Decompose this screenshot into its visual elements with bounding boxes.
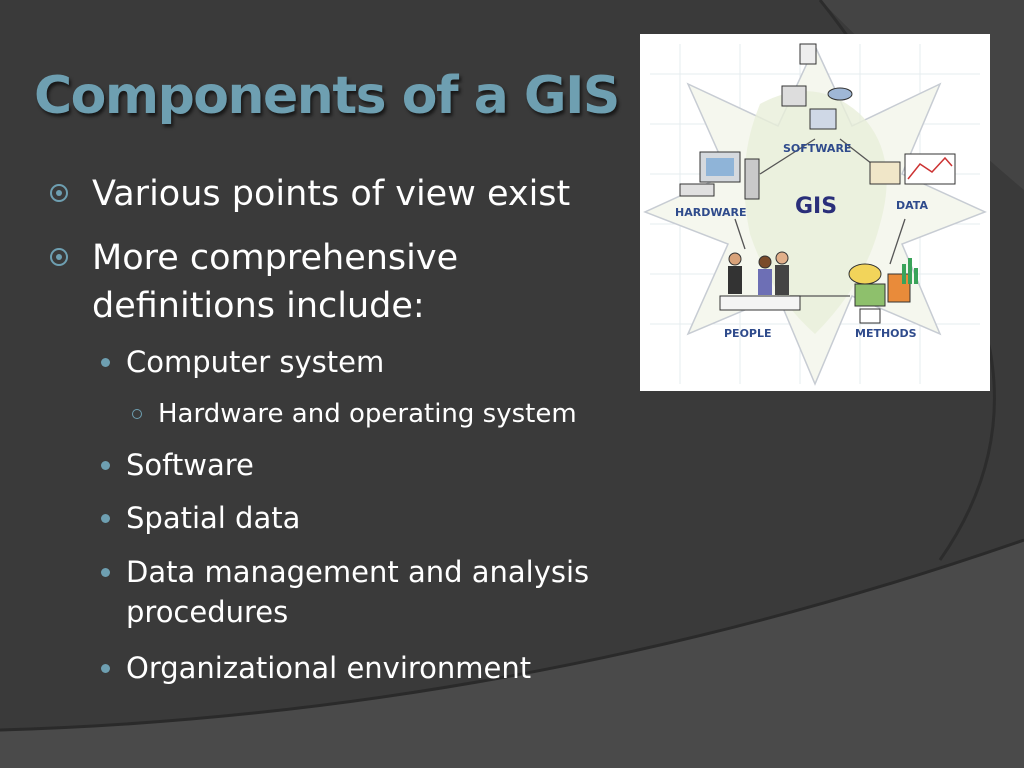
methods-label: METHODS	[855, 327, 917, 340]
sub-bullet-text: Computer system	[126, 345, 385, 379]
hollow-circle-bullet-icon	[132, 409, 142, 419]
sub-bullet-organizational-environment: Organizational environment	[101, 648, 626, 688]
slide-title: Components of a GIS	[34, 66, 620, 126]
software-label: SOFTWARE	[783, 142, 852, 155]
gis-diagram-art	[643, 43, 987, 386]
sub-bullet-text: Data management and analysis procedures	[126, 555, 590, 629]
sub-bullet-text: Spatial data	[126, 501, 301, 535]
dot-bullet-icon	[101, 358, 110, 367]
circle-bullet-icon	[50, 184, 68, 202]
bullet-various-points: Various points of view exist	[50, 170, 632, 218]
gis-center-label: GIS	[795, 194, 838, 219]
sub-bullet-software: Software	[101, 445, 626, 485]
people-label: PEOPLE	[724, 327, 772, 340]
dot-bullet-icon	[101, 664, 110, 673]
bullet-comprehensive-definitions: More comprehensive definitions include:	[50, 234, 632, 330]
data-label: DATA	[896, 199, 928, 212]
sub-bullet-text: Software	[126, 448, 254, 482]
sub-sub-bullet-hardware: Hardware and operating system	[132, 396, 628, 432]
bullet-text: More comprehensive definitions include:	[92, 238, 459, 326]
sub-sub-bullet-text: Hardware and operating system	[158, 399, 577, 429]
sub-bullet-text: Organizational environment	[126, 651, 532, 685]
dot-bullet-icon	[101, 461, 110, 470]
gis-components-diagram: SOFTWARE DATA HARDWARE GIS PEOPLE METHOD…	[640, 34, 990, 391]
circle-bullet-icon	[50, 248, 68, 266]
sub-bullet-spatial-data: Spatial data	[101, 498, 626, 538]
dot-bullet-icon	[101, 514, 110, 523]
sub-bullet-data-management: Data management and analysis procedures	[101, 552, 626, 632]
hardware-label: HARDWARE	[675, 206, 747, 219]
dot-bullet-icon	[101, 568, 110, 577]
sub-bullet-computer-system: Computer system	[101, 342, 626, 382]
bullet-text: Various points of view exist	[92, 174, 571, 214]
bullet-list: Various points of view exist More compre…	[50, 170, 632, 688]
